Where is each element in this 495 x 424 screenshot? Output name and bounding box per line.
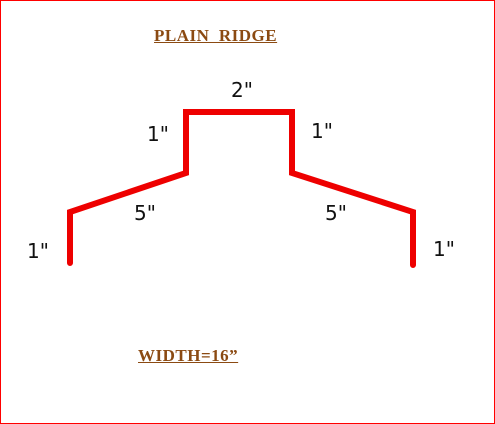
dimension-top-label: 2": [231, 78, 253, 102]
dimension-right-slope-label: 5": [325, 201, 347, 225]
dimension-left-hem-label: 1": [27, 239, 49, 263]
dimension-left-slope-label: 5": [134, 201, 156, 225]
diagram-title: PLAIN RIDGE: [154, 26, 278, 45]
total-width-label: WIDTH=16”: [138, 346, 239, 365]
dimension-right-hem-label: 1": [433, 237, 455, 261]
ridge-profile-line: [67, 109, 416, 268]
dimension-left-riser-label: 1": [147, 122, 169, 146]
dimension-right-riser-label: 1": [311, 119, 333, 143]
